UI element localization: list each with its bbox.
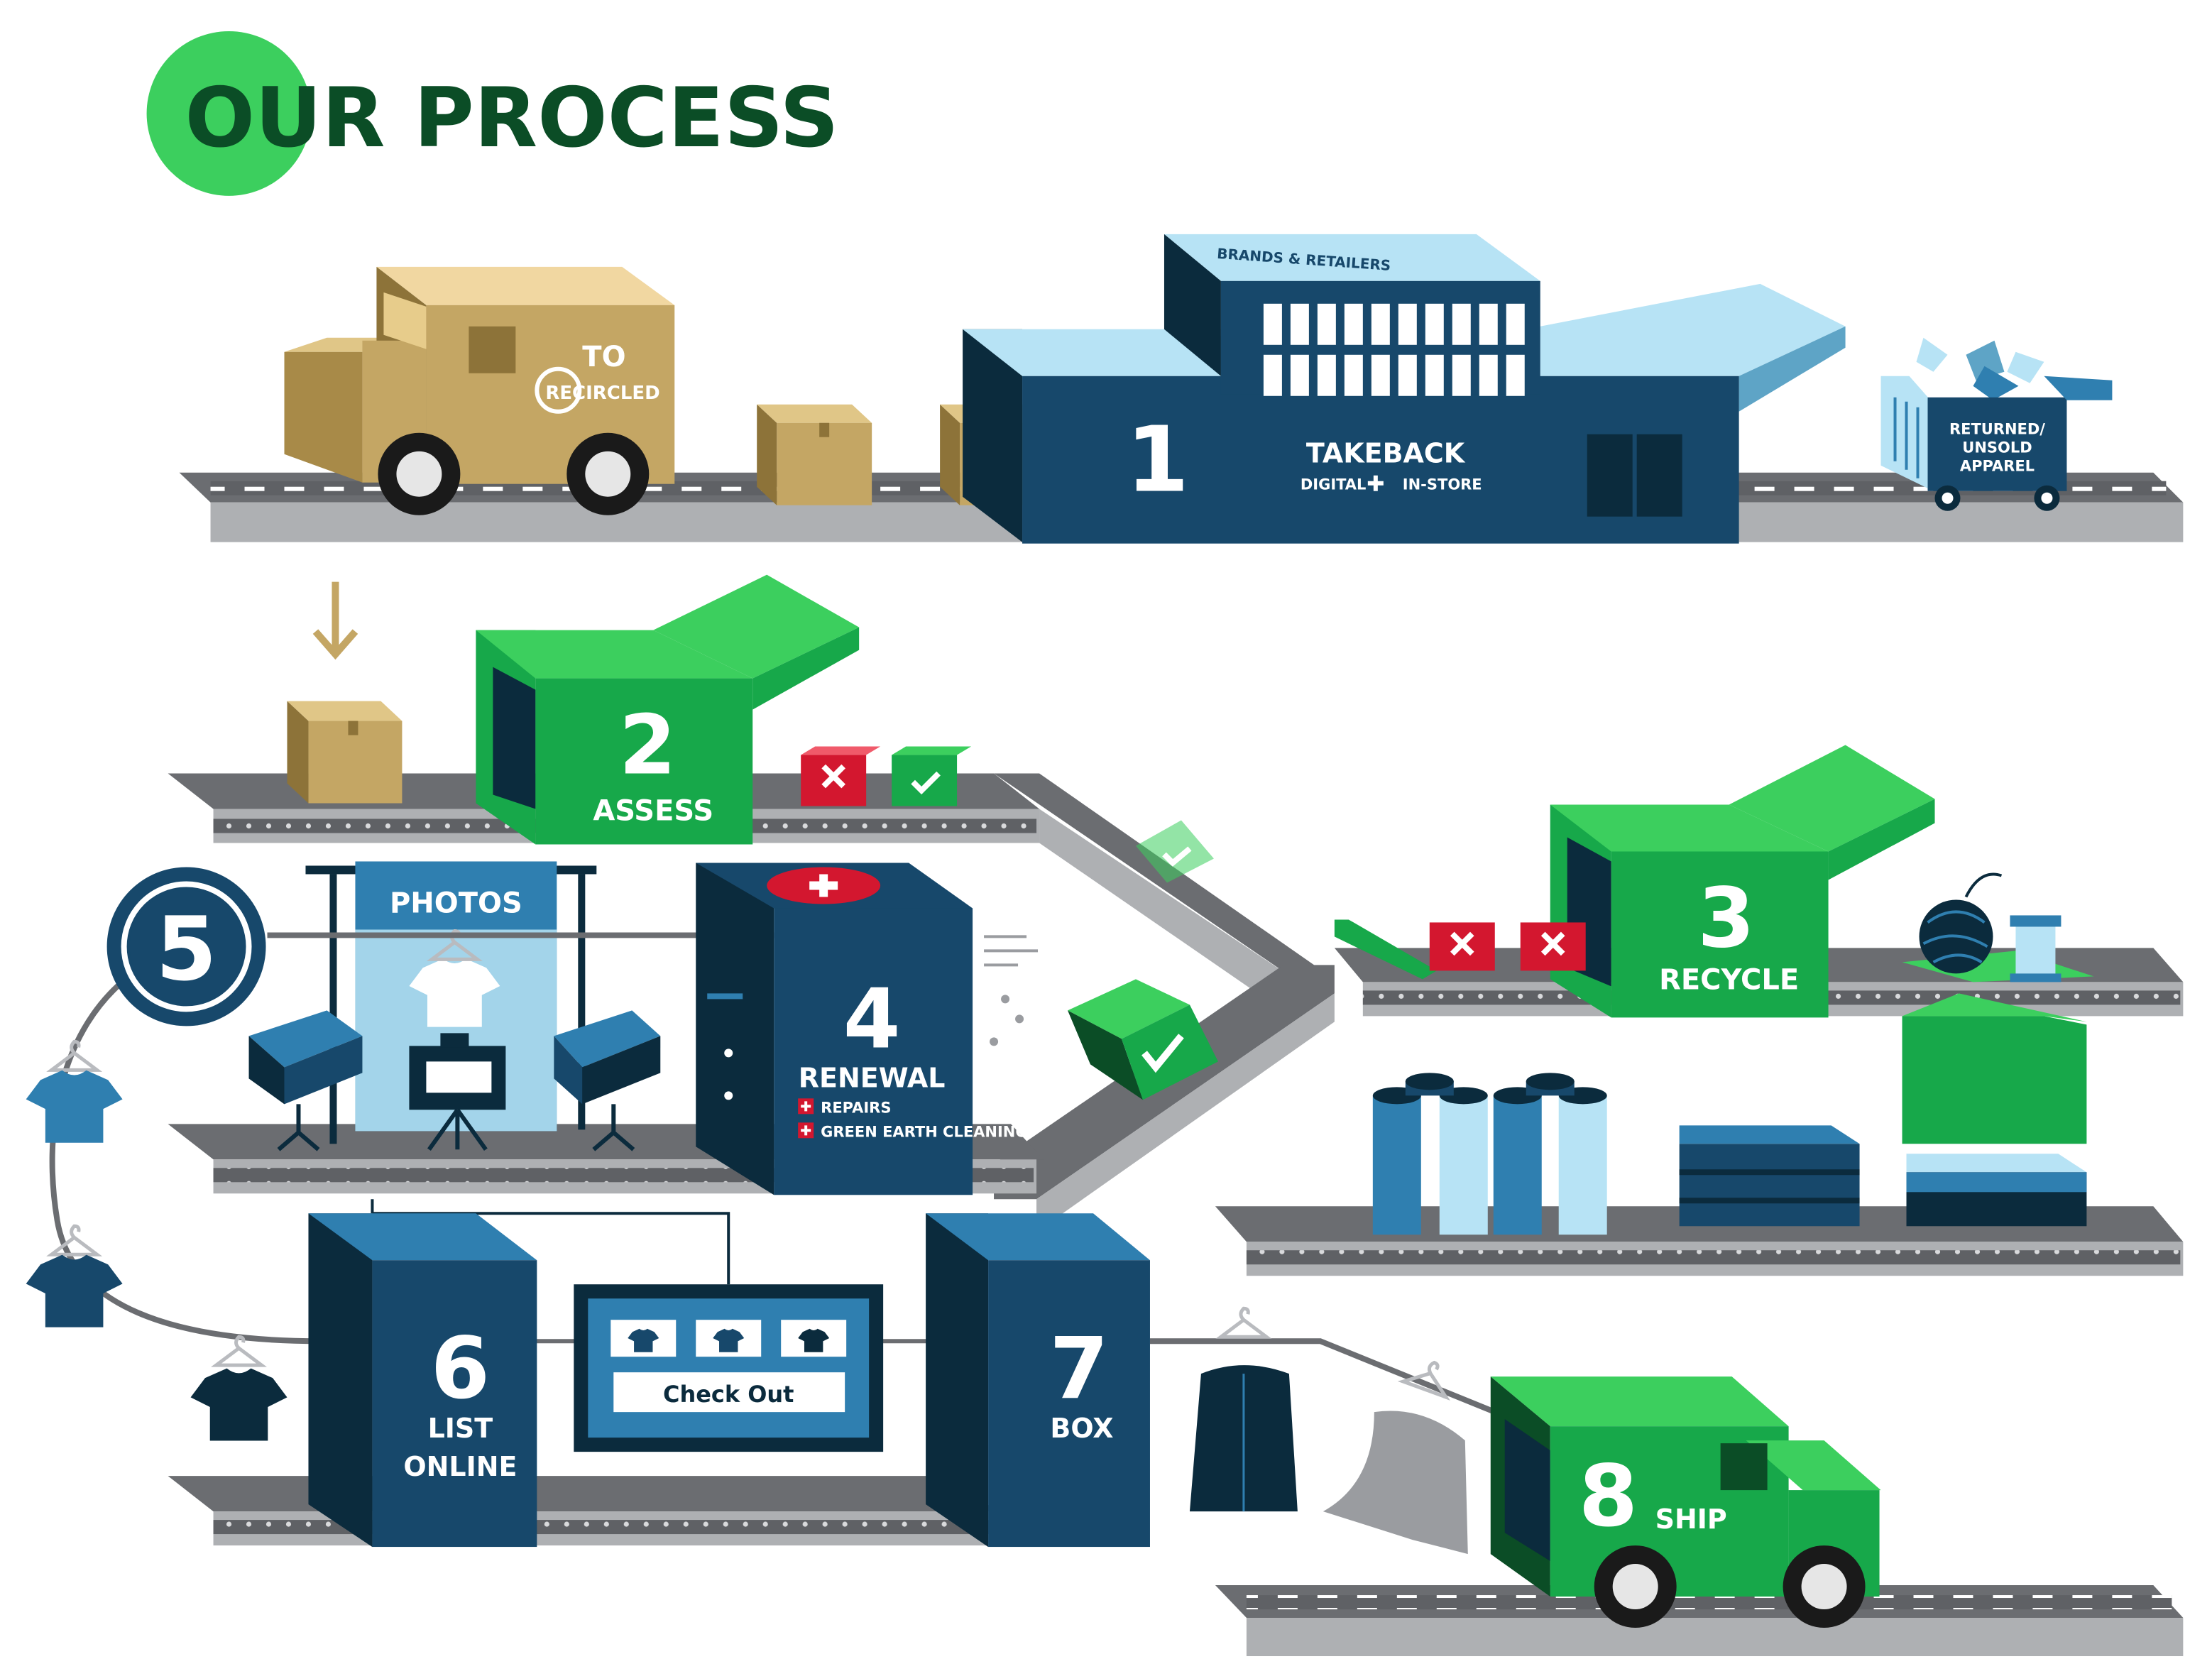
recycle-reject-boxes [1334,919,1586,980]
step-6-number: 6 [431,1320,490,1418]
hanging-shirt-2-icon [26,1226,123,1327]
down-arrow-icon [312,581,358,660]
takeback-windows [1263,303,1525,396]
step-1-sub2: IN-STORE [1403,476,1482,493]
step-5-number: 5 [155,898,217,1000]
big-accept-box-icon [1068,979,1218,1100]
step-6-label: LIST [428,1413,493,1444]
assess-building: 2 ASSESS [476,574,860,845]
page-title: OUR PROCESS [185,70,839,166]
photo-studio: PHOTOS [248,861,661,1151]
falling-accept-box-icon [1135,820,1214,883]
yarn-spool-icon [1902,872,2094,982]
step-7-number: 7 [1049,1320,1108,1418]
checkout-screen: Check Out [574,1284,884,1452]
fabric-rolls-icon [1372,1073,1607,1235]
cart-line-1: RETURNED/ [1949,421,2045,438]
accept-box-icon [892,746,972,806]
grey-garment-icon [1323,1355,1468,1555]
reject-box-icon [801,746,881,806]
box-3-icon [287,701,403,804]
road-ship [1215,1585,2184,1657]
checkout-button-label: Check Out [663,1381,794,1408]
step-1-number: 1 [1126,407,1189,513]
step-1-label: TAKEBACK [1306,438,1466,469]
recycle-chute [1902,993,2087,1144]
step-4-label: RENEWAL [799,1062,946,1093]
studio-light-left-icon [248,1010,363,1151]
returned-apparel-cart: RETURNED/ UNSOLD APPAREL [1880,337,2113,511]
step-2-number: 2 [619,698,677,794]
recircled-truck: TO RECIRCLED [284,266,675,515]
box-building: 7 BOX [926,1213,1150,1548]
step-1-sub: DIGITAL [1301,476,1367,493]
title-circle-icon [146,31,312,196]
list-online-building: 6 LIST ONLINE [308,1213,537,1548]
title-block: OUR PROCESS [146,31,839,196]
cart-line-2: UNSOLD [1962,439,2032,456]
truck-logo-text: RECIRCLED [545,383,659,404]
cart-line-3: APPAREL [1960,458,2035,475]
garment-bag-icon [1189,1308,1298,1512]
step-8-label: SHIP [1655,1504,1727,1535]
step-6-label-2: ONLINE [403,1451,517,1482]
renewal-item-2: GREEN EARTH CLEANING [821,1123,1027,1140]
checkout-button [613,1372,845,1413]
truck-to-label: TO [582,341,625,373]
step-5-label: PHOTOS [390,887,522,919]
recircled-logo-icon [535,366,582,414]
hanging-shirt-1-icon [26,1041,123,1143]
takeback-building: BRANDS & RETAILERS 1 TAKEBACK DIGITAL IN… [963,234,1846,544]
plus-icon [1367,475,1384,491]
step-4-number: 4 [843,971,901,1067]
ship-truck: 8 SHIP [1490,1376,1881,1628]
step-2-label: ASSESS [593,795,713,828]
box-1-icon [757,404,872,505]
studio-light-right-icon [554,1010,661,1151]
renewal-building: 4 RENEWAL REPAIRS GREEN EARTH CLEANING [696,863,1039,1195]
recycle-building: 3 RECYCLE [1550,745,1935,1018]
camera-icon [409,1033,506,1151]
step-3-label: RECYCLE [1659,963,1799,996]
fabric-stack-light-icon [1906,1154,2087,1227]
renewal-item-1: REPAIRS [821,1099,891,1116]
step-3-number: 3 [1697,870,1755,966]
step-8-number: 8 [1579,1447,1638,1546]
hanging-shirt-3-icon [190,1337,288,1441]
belt-list [168,1476,995,1546]
step-7-label: BOX [1050,1413,1113,1444]
step-5-badge: 5 [106,867,266,1026]
fabric-stack-icon [1679,1125,1860,1227]
